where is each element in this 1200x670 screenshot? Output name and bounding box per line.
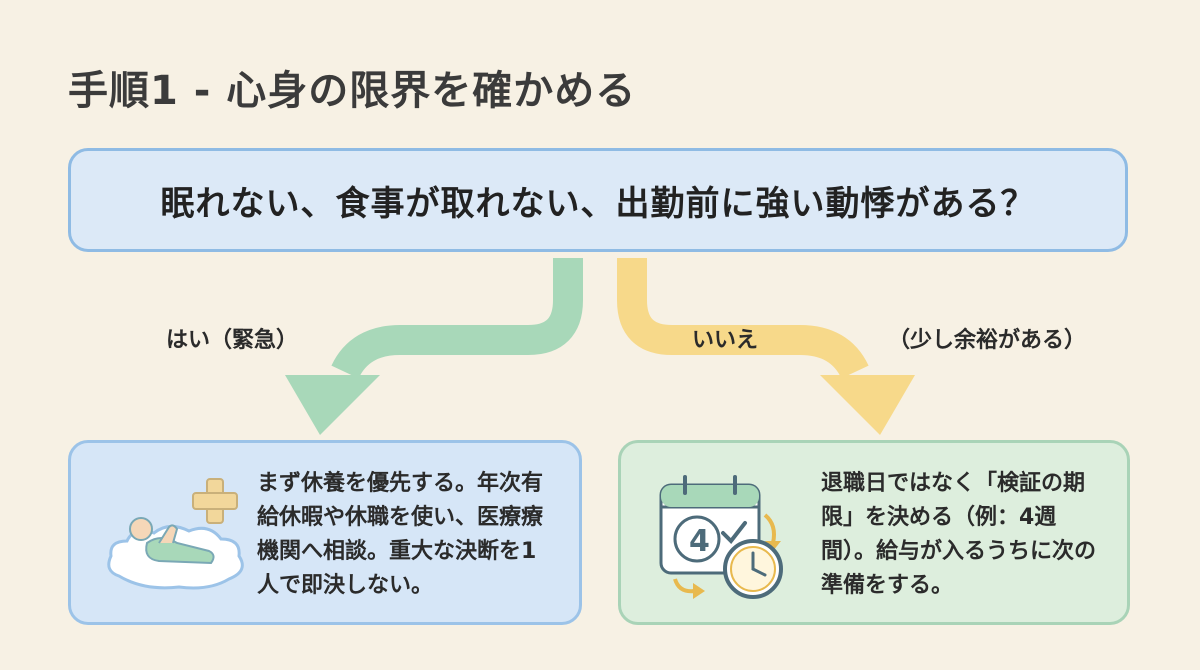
no-arrow-shaft xyxy=(617,258,869,380)
resting-person-icon xyxy=(107,478,244,590)
no-outcome-text: 退職日ではなく「検証の期限」を決める（例：4週間）。給与が入るうちに次の準備をす… xyxy=(821,471,1097,599)
no-outcome-box: 4 退職日ではなく「検証の期限」を決める（例：4週間）。給与が入るうちに次の準備… xyxy=(618,440,1130,625)
yes-arrow-shaft xyxy=(331,258,583,380)
no-branch-note: （少し余裕がある） xyxy=(888,328,1087,353)
yes-outcome-text: まず休養を優先する。年次有給休暇や休職を使い、医療療機関へ相談。重大な決断を1人… xyxy=(257,471,544,599)
question-text: 眠れない、食事が取れない、出勤前に強い動悸がある？ xyxy=(160,183,1036,224)
yes-arrow-head xyxy=(285,375,380,435)
yes-branch-label: はい（緊急） xyxy=(166,328,299,353)
no-arrow-head xyxy=(820,375,915,435)
no-branch-label: いいえ xyxy=(692,328,759,353)
calendar-number: 4 xyxy=(689,524,710,559)
question-box: 眠れない、食事が取れない、出勤前に強い動悸がある？ xyxy=(68,148,1128,252)
page-title: 手順1 - 心身の限界を確かめる xyxy=(68,68,637,114)
yes-outcome-box: まず休養を優先する。年次有給休暇や休職を使い、医療療機関へ相談。重大な決断を1人… xyxy=(68,440,582,625)
calendar-clock-icon: 4 xyxy=(659,475,783,599)
